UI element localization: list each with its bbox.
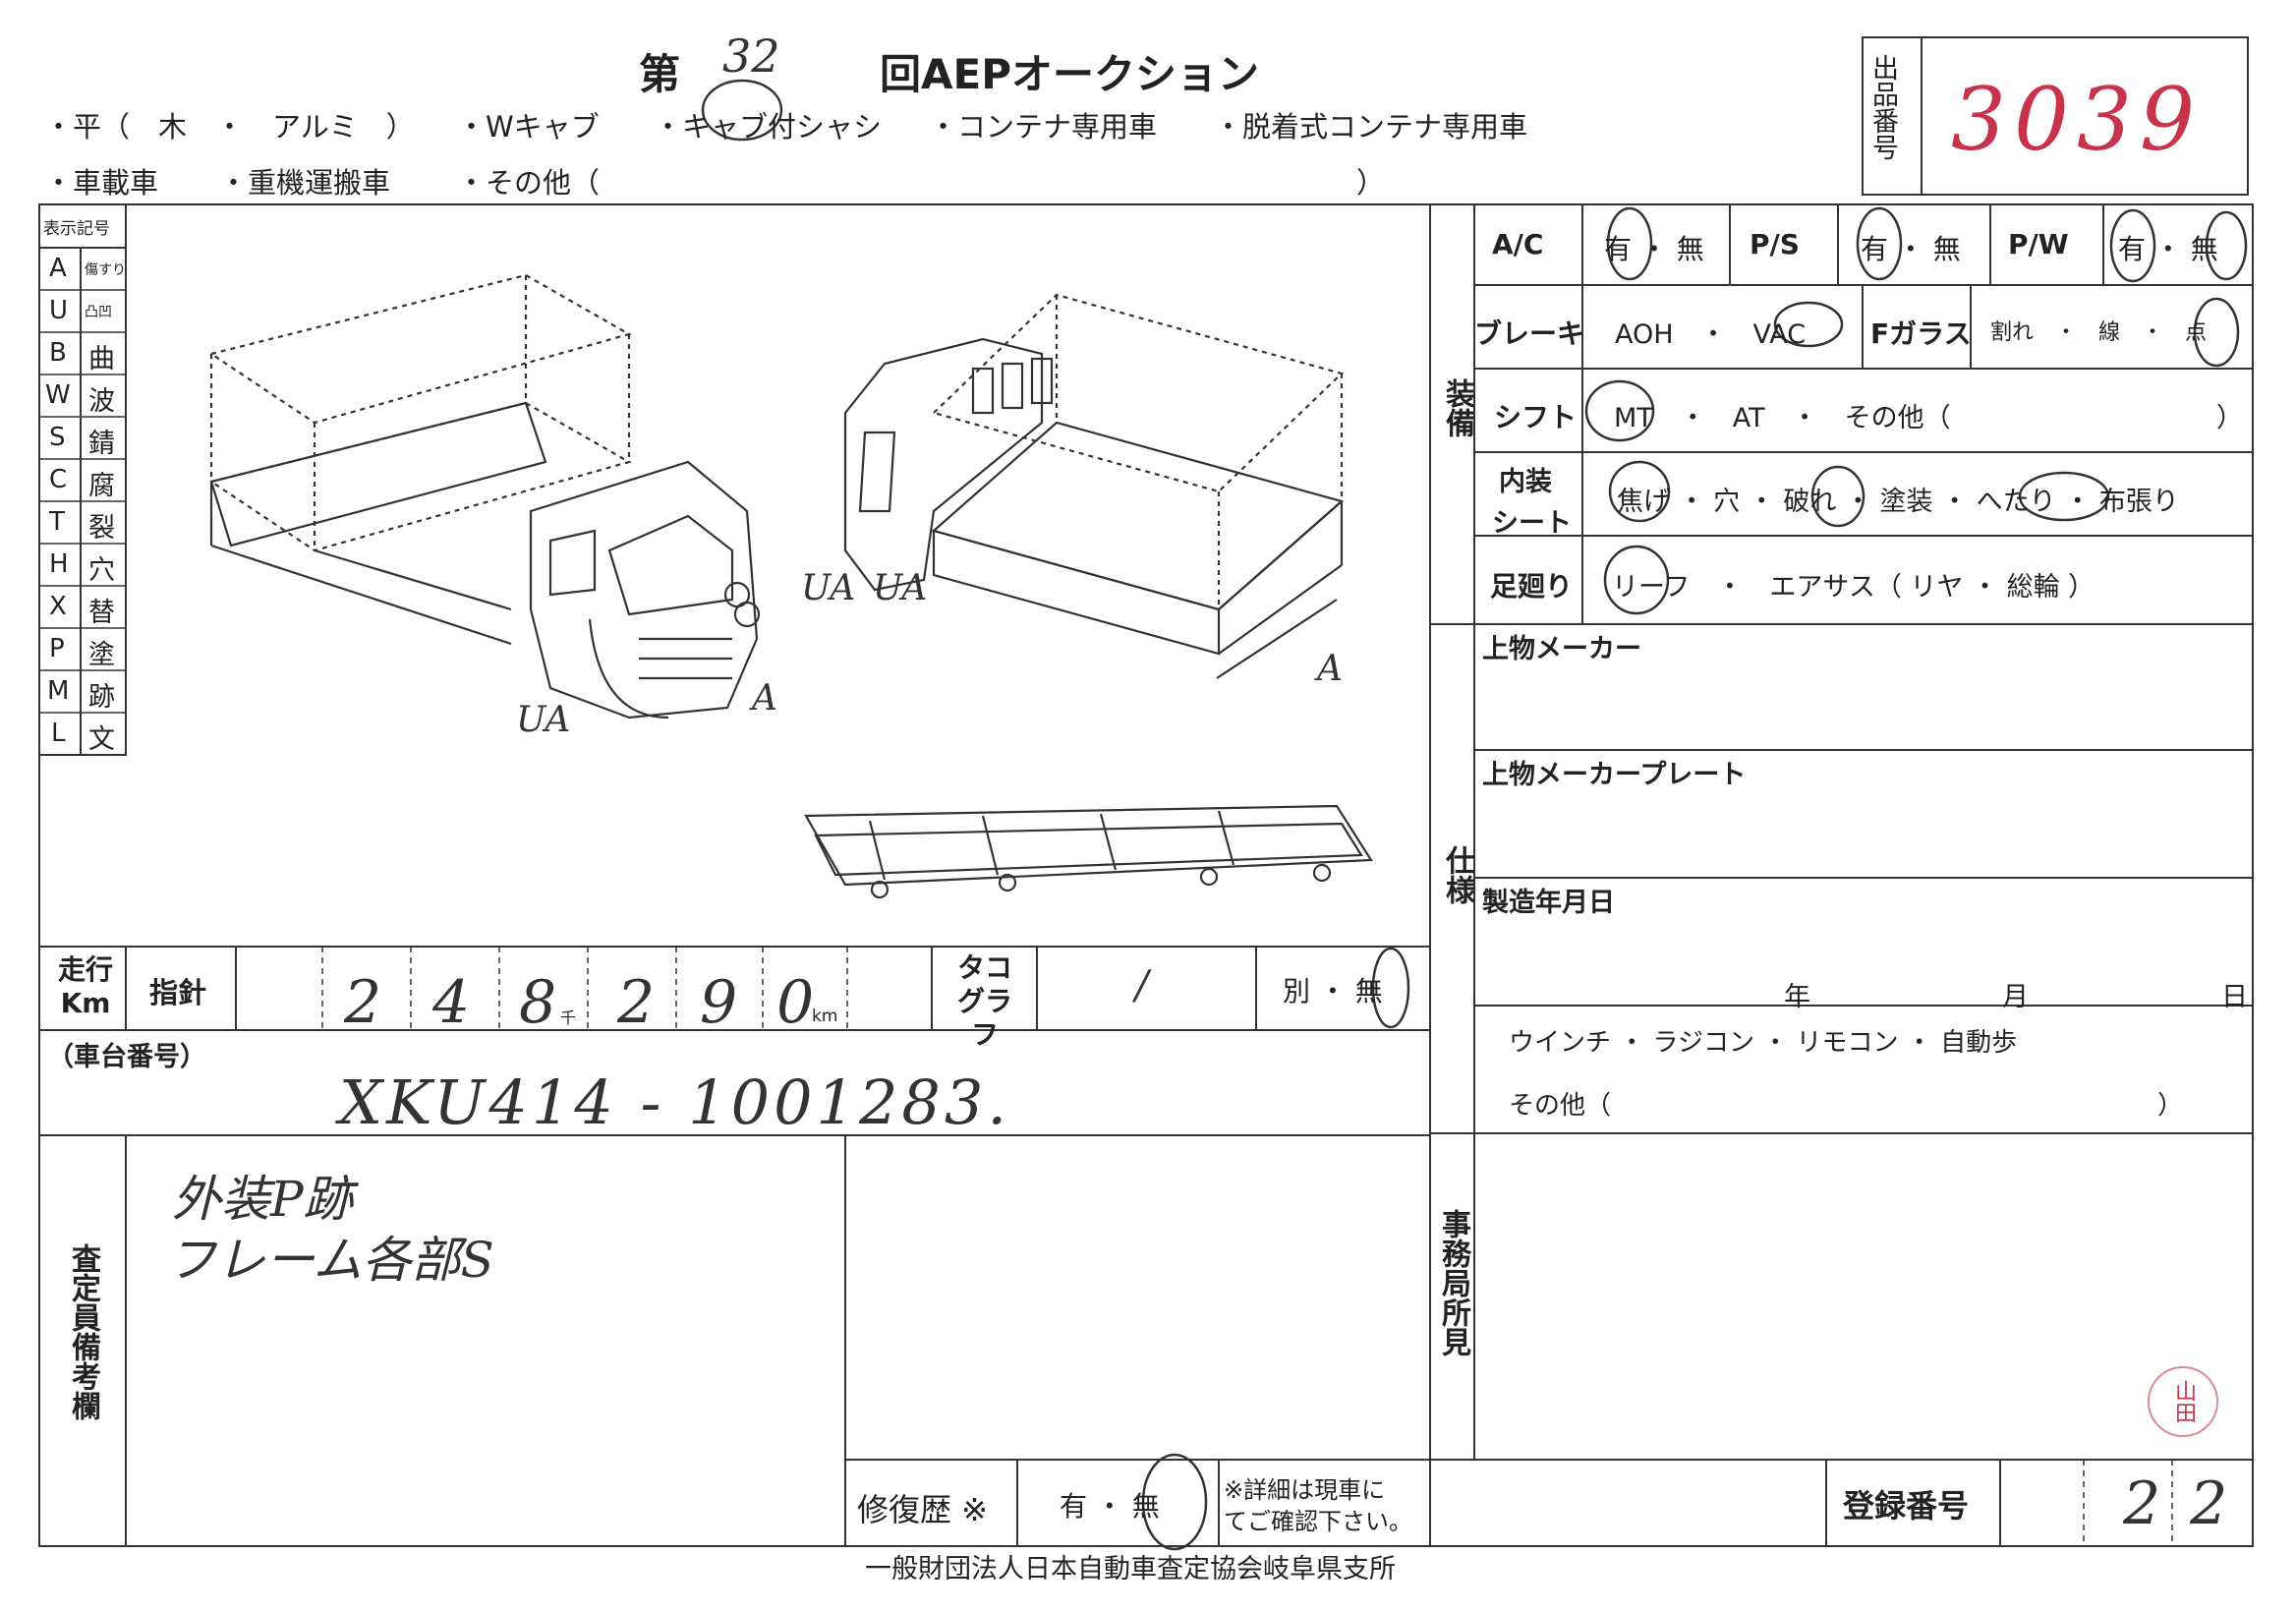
title-prefix: 第 (639, 50, 681, 98)
type-flat: ・平（ 木 ・ アルミ ） (44, 110, 415, 144)
shift-label: シフト (1494, 401, 1578, 433)
manufacture-month: 月 (2002, 982, 2029, 1012)
registration-number: 22 (2123, 1469, 2258, 1538)
odometer-digit: 4 (432, 968, 471, 1037)
inspector-label: 査定員備考欄 (66, 1243, 100, 1420)
type-detachable: ・脱着式コンテナ専用車 (1214, 110, 1528, 144)
seat-label-2: シート (1492, 508, 1572, 539)
tacho-label: タコグラフ (956, 951, 1012, 1051)
shift-options: MT ・ AT ・ その他（ (1614, 403, 1951, 433)
lot-number: 3039 (1951, 69, 2203, 170)
auction-round: 32 (722, 29, 780, 83)
spec-options: ウインチ ・ ラジコン ・ リモコン ・ 自動歩 (1509, 1028, 2018, 1058)
brake-options: AOH ・ VAC (1615, 319, 1807, 350)
odometer-digit: 2 (344, 968, 382, 1037)
damage-mark: A (1345, 244, 1346, 245)
ps-options: 有 ・ 無 (1861, 233, 1961, 265)
repair-note-2: てご確認下さい。 (1224, 1508, 1412, 1535)
type-container: ・コンテナ専用車 (929, 110, 1158, 144)
frame-diagram (804, 804, 1373, 899)
damage-mark: UA (873, 568, 928, 608)
body-maker-plate-label: 上物メーカープレート (1482, 760, 1747, 790)
fglass-label: Fガラス (1870, 317, 1972, 350)
manufacture-date-label: 製造年月日 (1482, 888, 1615, 918)
type-other-close: ） (1356, 166, 1386, 200)
odometer-digit: 2 (617, 968, 656, 1037)
ps-label: P/S (1750, 228, 1800, 260)
type-cab-chassis: ・キャブ付シャシ (654, 110, 883, 144)
odometer-label: 走行Km (57, 953, 113, 1019)
damage-mark: A (1317, 649, 1343, 689)
repair-options: 有 ・ 無 (1060, 1490, 1160, 1523)
odometer-thousand: 千 (560, 1008, 577, 1027)
type-other: ・その他（ (457, 166, 601, 200)
odometer-digit: 8 (519, 968, 557, 1037)
brake-label: ブレーキ (1474, 317, 1585, 350)
tacho-separate: 別 ・ 無 (1283, 975, 1383, 1008)
spec-other-close: ） (2157, 1091, 2184, 1121)
type-heavy: ・重機運搬車 (219, 166, 391, 200)
inspector-note-1: 外装P跡 (172, 1171, 353, 1228)
suspension-options: リーフ ・ エアサス（ リヤ ・ 総輪 ） (1612, 572, 2095, 603)
spec-section-label: 仕様 (1440, 845, 1474, 904)
suspension-label: 足廻り (1490, 570, 1574, 603)
chassis-number: XKU414 - 1001283. (339, 1066, 1011, 1138)
title-suffix: 回AEPオークション (880, 50, 1259, 98)
damage-mark: UA (516, 700, 571, 740)
legend-title: 表示記号 (43, 219, 110, 239)
chassis-label: （車台番号） (47, 1042, 206, 1072)
fglass-options: 割れ ・ 線 ・ 点 (1990, 320, 2208, 345)
footer-org: 一般財団法人日本自動車査定協会岐阜県支所 (865, 1554, 1396, 1584)
repair-note-1: ※詳細は現車に (1224, 1476, 1386, 1504)
tacho-value: / (1135, 963, 1149, 1008)
truck-diagram-right (843, 293, 1345, 679)
type-wcab: ・Wキャブ (457, 110, 600, 144)
truck-diagram-left (208, 273, 761, 720)
type-car-carrier: ・車載車 (44, 166, 159, 200)
shift-close: ） (2216, 403, 2243, 433)
damage-mark: UA (801, 568, 856, 608)
equipment-section-label: 装備 (1440, 378, 1474, 437)
lot-label: 出品番号 (1867, 54, 1898, 160)
pw-options: 有 ・ 無 (2118, 233, 2218, 265)
manufacture-day: 日 (2221, 982, 2248, 1012)
odometer-digit: 9 (700, 968, 738, 1037)
body-maker-label: 上物メーカー (1482, 634, 1641, 664)
registration-label: 登録番号 (1843, 1487, 1970, 1525)
seat-options: 焦げ ・ 穴 ・ 破れ ・ 塗装 ・ へたり ・ 布張り (1617, 487, 2179, 517)
damage-mark: A (752, 678, 777, 719)
pw-label: P/W (2008, 228, 2069, 260)
odometer-digit: 0 (776, 968, 815, 1037)
odometer-unit: km (812, 1007, 838, 1026)
inspector-note-2: フレーム各部S (167, 1232, 494, 1289)
repair-label: 修復歴 ※ (857, 1491, 988, 1528)
spec-other: その他（ (1509, 1091, 1612, 1121)
seat-label-1: 内装 (1499, 467, 1552, 497)
odometer-indicator: 指針 (149, 976, 207, 1009)
manufacture-year: 年 (1784, 982, 1810, 1012)
ac-options: 有 ・ 無 (1604, 233, 1704, 265)
ac-label: A/C (1492, 228, 1544, 260)
office-label: 事務局所見 (1436, 1209, 1470, 1356)
office-stamp: 山田 (2148, 1366, 2218, 1437)
